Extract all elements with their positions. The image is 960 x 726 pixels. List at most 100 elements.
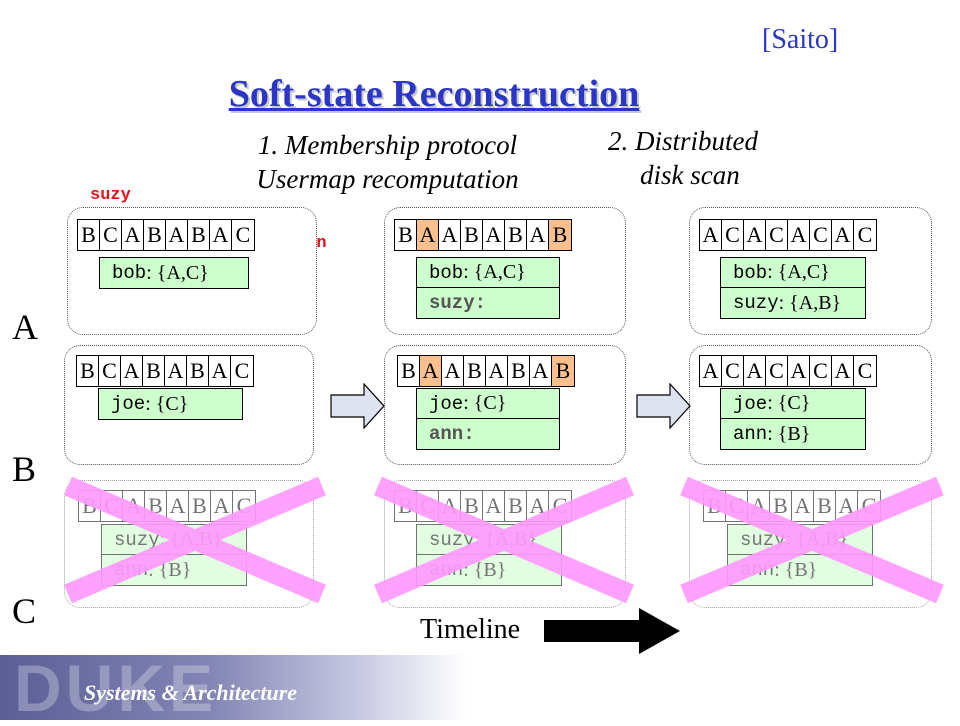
phase-2-line-2: disk scan bbox=[640, 160, 740, 190]
usermap-entry: ann: bbox=[417, 419, 559, 449]
sequence-cell: C bbox=[857, 358, 873, 383]
entry-user: ann bbox=[429, 559, 464, 581]
sequence-cell: A bbox=[439, 220, 461, 250]
usermap-entry: bob: {A,C} bbox=[417, 258, 559, 288]
sequence-cell: C bbox=[101, 491, 123, 521]
sequence-cell: B bbox=[552, 356, 574, 386]
sequence-cell: C bbox=[857, 222, 873, 247]
entries-b-step-2: joe: {C} ann: bbox=[416, 388, 560, 450]
sequence-cell: A bbox=[167, 491, 189, 521]
usermap-entry: suzy: {A,B} bbox=[417, 525, 561, 555]
sequence-cell: B bbox=[395, 220, 417, 250]
entry-value: : {A,C} bbox=[767, 261, 830, 283]
usermap-entry: suzy: {A,B} bbox=[728, 525, 872, 555]
entry-value: : {C} bbox=[145, 392, 189, 415]
sequence-cell: A bbox=[417, 220, 439, 250]
sequence-cell: B bbox=[814, 491, 836, 521]
row-label-a: A bbox=[12, 307, 38, 347]
usermap-entry: joe: {C} bbox=[99, 389, 242, 419]
entry-user: ann bbox=[740, 559, 775, 581]
entry-user: suzy: bbox=[429, 292, 487, 314]
row-label-b: B bbox=[12, 449, 37, 489]
phase-1-line-2: Usermap recomputation bbox=[256, 164, 519, 194]
sequence-cell: B bbox=[704, 491, 726, 521]
sequence-cell: B bbox=[505, 220, 527, 250]
sequence-cell: A bbox=[211, 491, 233, 521]
sequence-cell: C bbox=[552, 493, 568, 518]
sequence-cell: B bbox=[143, 356, 165, 386]
sequence-cell: A bbox=[209, 356, 231, 386]
entries-c-step-2: suzy: {A,B}ann: {B} bbox=[416, 524, 562, 586]
sequence-cell: A bbox=[121, 356, 143, 386]
sequence-cell: B bbox=[505, 491, 527, 521]
entry-value: : {A,C} bbox=[463, 261, 526, 283]
sequence-cell: A bbox=[744, 220, 766, 250]
transition-arrow-2-icon bbox=[636, 383, 691, 429]
entry-value: : {C} bbox=[463, 392, 507, 414]
sequence-cell: B bbox=[461, 220, 483, 250]
sequence-cell: B bbox=[549, 220, 571, 250]
usermap-entry: bob: {A,C} bbox=[721, 258, 865, 288]
sequence-cell: A bbox=[700, 356, 722, 386]
sequence-cell: C bbox=[236, 493, 252, 518]
entry-user: ann bbox=[733, 423, 768, 445]
sequence-cell: A bbox=[700, 220, 722, 250]
entries-a-step-3: bob: {A,C} suzy: {A,B} bbox=[720, 257, 866, 319]
sequence-cell: C bbox=[766, 220, 788, 250]
sequence-cell: A bbox=[832, 220, 854, 250]
sequence-cell: B bbox=[508, 356, 530, 386]
sequence-cell: A bbox=[788, 220, 810, 250]
entry-user: ann: bbox=[429, 423, 475, 445]
usermap-entry: ann: {B} bbox=[728, 555, 872, 585]
entry-user: ann bbox=[114, 559, 149, 581]
usermap-entry: joe: {C} bbox=[417, 389, 559, 419]
entry-user: suzy bbox=[429, 528, 475, 551]
phase-2-label: 2. Distributed disk scan bbox=[608, 124, 858, 192]
entries-b-step-1: joe: {C} bbox=[98, 388, 243, 420]
sequence-cell: A bbox=[836, 491, 858, 521]
sequence-cell: A bbox=[483, 491, 505, 521]
usermap-entry: ann: {B} bbox=[721, 419, 865, 449]
duke-logo: DUKE bbox=[14, 651, 218, 725]
sequence-cell: B bbox=[189, 491, 211, 521]
sequence-cell: A bbox=[210, 220, 232, 250]
sequence-cell: C bbox=[726, 491, 748, 521]
timeline-label: Timeline bbox=[420, 614, 521, 645]
sequence-cell: B bbox=[770, 491, 792, 521]
sequence-cell: C bbox=[766, 356, 788, 386]
row-label-c: C bbox=[12, 591, 37, 631]
sequence-cell: B bbox=[79, 491, 101, 521]
slide-title: Soft-state Reconstruction bbox=[228, 73, 640, 115]
usermap-entry: suzy: bbox=[417, 288, 559, 318]
usermap-entry: ann: {B} bbox=[417, 555, 561, 585]
entry-user: joe bbox=[733, 392, 768, 415]
entry-value: : {A,B} bbox=[778, 291, 842, 314]
sequence-cell: C bbox=[99, 356, 121, 386]
sequence-cell: B bbox=[398, 356, 420, 386]
phase-1-label: 1. Membership protocol Usermap recomputa… bbox=[200, 128, 575, 196]
sequence-cell: B bbox=[188, 220, 210, 250]
usermap-entry: bob: {A,C} bbox=[100, 258, 248, 288]
entry-user: suzy bbox=[740, 528, 786, 551]
citation: [Saito] bbox=[762, 24, 839, 55]
entry-value: : {C} bbox=[767, 392, 811, 414]
sequence-cell: A bbox=[442, 356, 464, 386]
sequence-cell: C bbox=[100, 220, 122, 250]
entry-user: suzy bbox=[733, 292, 779, 314]
sequence-cell: C bbox=[722, 220, 744, 250]
